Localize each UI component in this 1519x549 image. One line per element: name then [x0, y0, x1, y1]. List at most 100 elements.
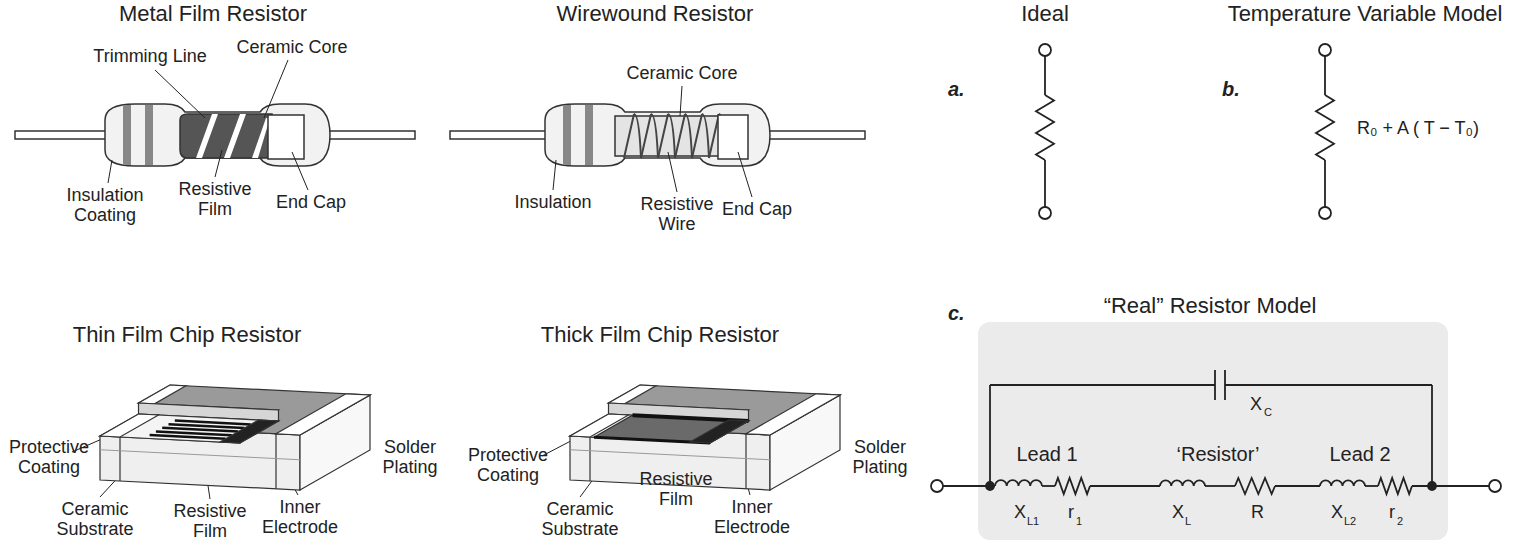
wirewound-resistor [450, 104, 865, 166]
stroke [1324, 56, 1326, 95]
chip-face [570, 414, 749, 443]
stroke [1039, 44, 1051, 56]
leader-lines [72, 60, 840, 499]
part-label: R₀ + A ( T − T₀) [1357, 119, 1479, 139]
stroke [1319, 207, 1331, 219]
stroke [1090, 485, 1160, 487]
part-label: X [1014, 503, 1026, 523]
stroke [1042, 485, 1055, 487]
part-label: X [1172, 503, 1184, 523]
part-label: r [1389, 503, 1395, 523]
stroke [658, 114, 675, 158]
resistor-symbols [931, 44, 1501, 494]
stroke [1205, 485, 1235, 487]
part-label: b. [1222, 78, 1240, 100]
stroke [1489, 480, 1501, 492]
part-label: End Cap [722, 200, 792, 220]
chip-face [139, 385, 187, 404]
stroke [675, 114, 692, 158]
stroke [745, 434, 746, 489]
part-label: Solder Plating [840, 438, 920, 478]
stroke [1160, 480, 1205, 486]
part-label: Resistive Film [631, 470, 721, 510]
part-label: Resistive Film [170, 180, 260, 220]
chip-face [609, 385, 657, 404]
end-electrode [100, 414, 159, 437]
stroke [162, 428, 238, 432]
stroke [1044, 56, 1046, 95]
stroke [1316, 95, 1334, 160]
part-label: Inner Electrode [707, 498, 797, 538]
part-label: Trimming Line [93, 47, 206, 67]
subscript: L [1185, 515, 1191, 527]
heading: Metal Film Resistor [119, 2, 307, 26]
stroke [1412, 485, 1489, 487]
stroke [100, 450, 300, 460]
chip-face [100, 414, 279, 443]
stroke [1039, 207, 1051, 219]
model-panel [978, 322, 1448, 540]
subscript: L1 [1027, 515, 1039, 527]
part-label: Insulation Coating [55, 186, 155, 226]
heading: Thick Film Chip Resistor [541, 323, 779, 347]
stroke [589, 437, 590, 481]
stroke [624, 114, 641, 158]
stroke [1044, 160, 1046, 207]
stroke [119, 437, 120, 481]
heading: Wirewound Resistor [557, 2, 754, 26]
subscript: C [1264, 406, 1272, 418]
stroke [156, 431, 232, 435]
part-label: c. [948, 302, 965, 324]
stroke [1319, 44, 1331, 56]
end-electrode [570, 414, 629, 437]
part-label: Solder Plating [370, 438, 450, 478]
part-label: Protective Coating [462, 446, 554, 486]
stroke [1365, 485, 1378, 487]
part-label: Ceramic Core [626, 64, 737, 84]
part-label: Resistive Wire [632, 195, 722, 235]
stroke [150, 435, 226, 439]
stroke [990, 384, 1215, 386]
inner-electrode [690, 420, 749, 443]
chip-face [276, 394, 370, 435]
stroke [1214, 370, 1216, 400]
subscript: L2 [1344, 515, 1356, 527]
stroke [989, 385, 991, 486]
part-label: Resistive Film [165, 502, 255, 542]
part-label: Insulation [514, 193, 591, 213]
stroke [692, 114, 709, 158]
stroke [1275, 485, 1320, 487]
stroke [169, 424, 245, 428]
stroke [1324, 160, 1326, 207]
heading: Thin Film Chip Resistor [73, 323, 302, 347]
part-label: X [1331, 503, 1343, 523]
part-label: X [1250, 395, 1262, 415]
part-label: End Cap [276, 193, 346, 213]
part-label: Protective Coating [4, 438, 94, 478]
part-label: ‘Resistor’ [1177, 443, 1260, 465]
part-label: Inner Electrode [255, 498, 345, 538]
stroke [931, 480, 943, 492]
stroke [1235, 478, 1275, 494]
stroke [995, 480, 1042, 486]
stroke [1055, 478, 1090, 494]
stroke [1036, 95, 1054, 160]
chip-resistors [100, 385, 840, 490]
heading: Ideal [1021, 2, 1069, 26]
part-label: Lead 1 [1016, 443, 1077, 465]
subscript: 2 [1397, 515, 1403, 527]
part-label: a. [948, 78, 965, 100]
stroke [1225, 384, 1432, 386]
metal-film-resistor [15, 104, 415, 166]
part-label: Lead 2 [1329, 443, 1390, 465]
part-label: Ceramic Core [236, 38, 347, 58]
stroke [1378, 478, 1412, 494]
inner-electrode [220, 420, 279, 443]
part-label: R [1251, 503, 1264, 523]
chip-face [746, 394, 840, 435]
heading: Temperature Variable Model [1228, 2, 1503, 26]
stroke [275, 434, 276, 489]
stroke [570, 450, 770, 460]
